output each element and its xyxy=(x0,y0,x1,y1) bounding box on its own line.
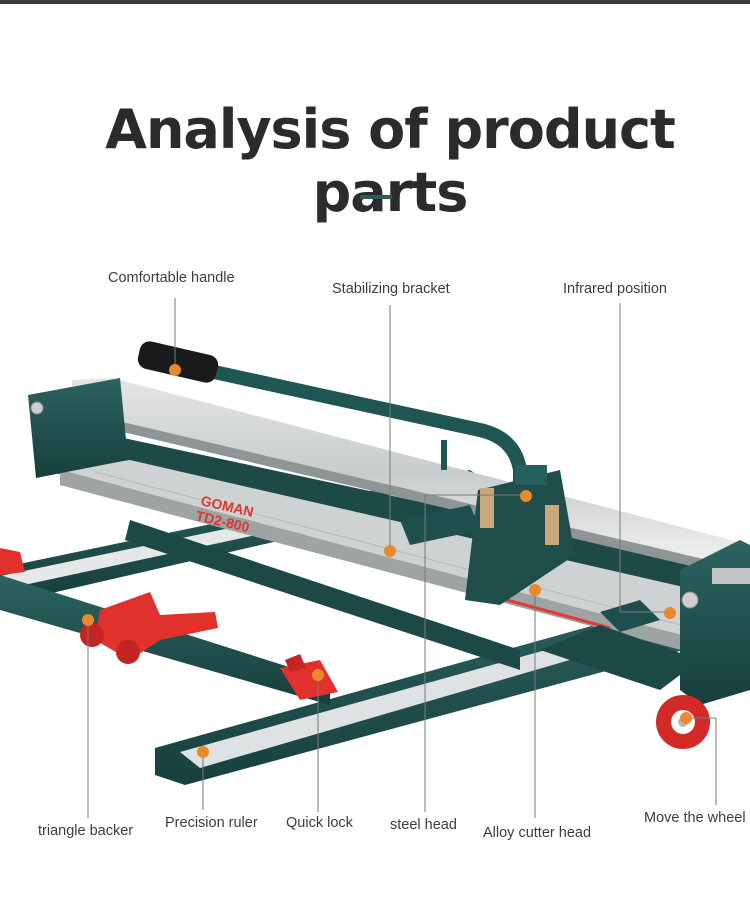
marker-steel-head xyxy=(520,490,532,502)
label-alloy-cutter-head: Alloy cutter head xyxy=(483,825,592,841)
label-move-the-wheel: Move the wheel xyxy=(644,810,746,826)
label-comfortable-handle: Comfortable handle xyxy=(108,270,235,286)
left-end-bracket xyxy=(28,378,128,478)
triangle-backer-clamp xyxy=(0,548,218,664)
marker-infrared xyxy=(664,607,676,619)
marker-bracket xyxy=(384,545,396,557)
cutter-head xyxy=(465,465,575,605)
label-stabilizing-bracket: Stabilizing bracket xyxy=(332,281,450,297)
label-precision-ruler: Precision ruler xyxy=(165,815,258,831)
right-end-bracket xyxy=(540,540,750,705)
label-infrared-position: Infrared position xyxy=(563,281,667,297)
stabilizing-bracket-plate xyxy=(400,505,480,545)
label-steel-head: steel head xyxy=(390,817,457,833)
page-title: Analysis of product parts xyxy=(105,98,676,224)
marker-wheel xyxy=(680,712,692,724)
marker-ruler xyxy=(197,746,209,758)
label-quick-lock: Quick lock xyxy=(286,815,353,831)
callout-markers xyxy=(82,364,692,758)
title-accent-bar xyxy=(360,195,392,199)
marker-quick-lock xyxy=(312,669,324,681)
label-triangle-backer: triangle backer xyxy=(38,823,134,839)
guide-rail xyxy=(72,378,750,580)
marker-handle xyxy=(169,364,181,376)
marker-triangle-backer xyxy=(82,614,94,626)
top-border xyxy=(0,0,750,4)
marker-cutter-head xyxy=(529,584,541,596)
cutting-platform: GOMAN TD2-800 xyxy=(60,460,740,655)
quick-lock xyxy=(280,654,338,700)
